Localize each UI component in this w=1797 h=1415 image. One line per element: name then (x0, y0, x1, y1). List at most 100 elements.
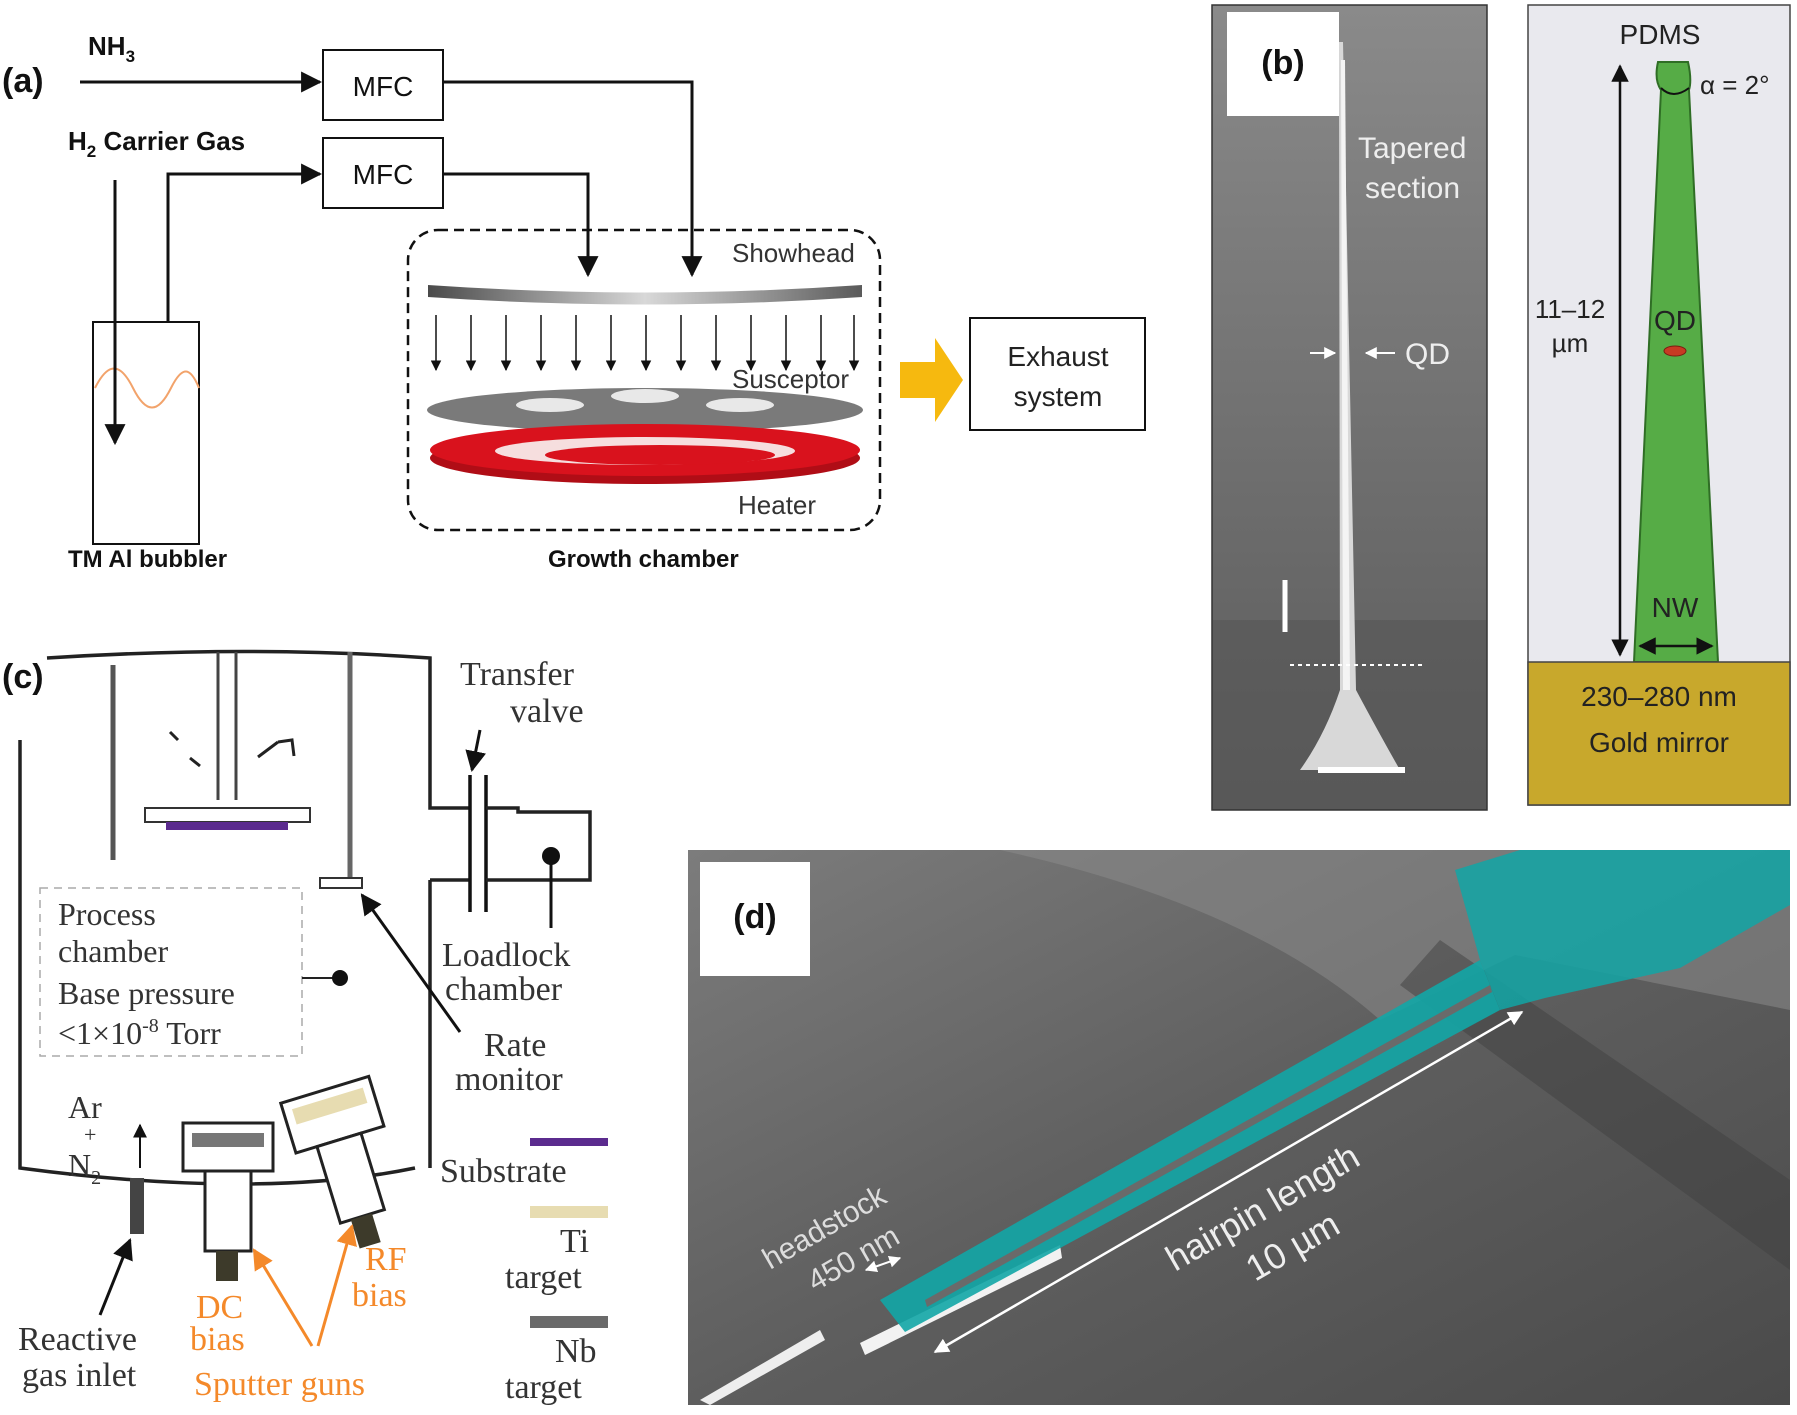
wafer-1 (516, 398, 584, 412)
growth-chamber-box (406, 228, 882, 532)
n2-label: N2 (68, 1147, 101, 1189)
legend-substrate-label: Substrate (440, 1153, 567, 1190)
alpha-arc (1660, 87, 1690, 95)
chamber-label: Growth chamber (548, 546, 739, 573)
transfer-arrow (465, 729, 487, 773)
loadlock-label-1: Loadlock (442, 937, 570, 974)
mfc-bottom-to-chamber (443, 172, 599, 278)
legend-nb-label-1: Nb (555, 1333, 597, 1370)
heater-coil-ring (545, 445, 775, 465)
tapered-label-1: Tapered (1358, 132, 1466, 165)
nw-label: NW (1652, 592, 1699, 623)
qd-label: QD (1654, 305, 1696, 336)
bubbler-liquid-wave (94, 367, 200, 409)
panel-b-label: (b) (1261, 44, 1304, 82)
mfc-top-box (322, 49, 444, 121)
plus-label: + (84, 1122, 96, 1147)
panel-d: (d) headstock 450 nm hairpin length 10 µ… (688, 850, 1790, 1405)
base-pressure-label: Base pressure (58, 975, 235, 1011)
gas-flow-arrows (430, 315, 860, 372)
dc-label-1: DC (196, 1289, 243, 1326)
bubbler-label: TM Al bubbler (68, 546, 227, 573)
substrate-sample (166, 822, 288, 830)
rate-label-2: monitor (455, 1061, 563, 1098)
mfc-bottom-label: MFC (353, 159, 414, 190)
exhaust-label-2: system (1014, 381, 1103, 412)
rf-label-1: RF (365, 1241, 407, 1278)
mfc-top-label: MFC (353, 71, 414, 102)
hairpin-teal-pads (1455, 850, 1790, 1010)
base-pressure-value: <1×10-8 Torr (58, 1015, 221, 1051)
nanowire-highlight (1341, 60, 1350, 690)
bubbler-to-mfc (166, 163, 323, 322)
hairpin-length-arrow (933, 1010, 1524, 1354)
panel-c: (c) Process chamber Base pressure <1×10-… (2, 649, 608, 1406)
legend-nb-label-2: target (505, 1369, 582, 1406)
nh3-label: NH3 (88, 31, 135, 66)
panel-d-label: (d) (733, 898, 776, 936)
legend-ti-label-1: Ti (560, 1223, 589, 1260)
wire-bright-edge (700, 1330, 825, 1405)
guns-arrow-dc (252, 1248, 314, 1347)
process-info-box (39, 887, 303, 1057)
showhead-plate (428, 285, 862, 305)
process-label-1: Process (58, 896, 156, 932)
sputter-guns-label: Sputter guns (194, 1366, 365, 1403)
height-label-2: µm (1552, 328, 1589, 358)
dc-label-2: bias (190, 1321, 245, 1358)
quantum-dot (1663, 345, 1687, 357)
ar-label: Ar (68, 1089, 102, 1125)
nanowire-spike (1300, 42, 1400, 770)
pump-port (332, 970, 348, 986)
heater-label: Heater (738, 490, 816, 520)
transfer-label-1: Transfer (460, 656, 575, 693)
legend-nb-swatch (530, 1316, 608, 1328)
panel-a-label: (a) (2, 62, 44, 100)
rf-sputter-gun (278, 1074, 387, 1249)
gold-thickness-label: 230–280 nm (1581, 681, 1737, 712)
reactive-label-1: Reactive (18, 1321, 137, 1358)
panel-a: (a) NH3 MFC H2 Carrier Gas MFC TM Al bub… (2, 31, 1146, 573)
panel-b: (b) Tapered section QD PDMS α = 2° 11–12… (1211, 4, 1791, 811)
gold-mirror-label: Gold mirror (1589, 727, 1729, 758)
rotation-marks (168, 730, 296, 768)
process-label-2: chamber (58, 933, 169, 969)
wafer-2 (611, 389, 679, 403)
panel-c-label: (c) (2, 658, 44, 696)
rate-monitor-sensor (319, 877, 363, 889)
transfer-label-2: valve (510, 693, 584, 730)
height-label-1: 11–12 (1535, 294, 1605, 324)
rf-label-2: bias (352, 1277, 407, 1314)
rate-monitor-arrow (360, 893, 462, 1033)
alpha-label: α = 2° (1700, 70, 1770, 100)
tapered-label-2: section (1365, 172, 1460, 205)
panel-b-label-box (1227, 12, 1339, 116)
rate-label-1: Rate (484, 1027, 546, 1064)
mfc-top-to-chamber (443, 80, 703, 278)
exhaust-label-1: Exhaust (1007, 341, 1108, 372)
headstock-arrow (864, 1255, 902, 1273)
h2-carrier-label: H2 Carrier Gas (68, 126, 245, 161)
susceptor-label: Susceptor (732, 364, 849, 394)
substrate-plate (144, 807, 311, 823)
gas-inlet-pipe (130, 1178, 144, 1234)
reactive-arrow (98, 1238, 133, 1316)
panel-d-label-box (700, 862, 810, 976)
exhaust-box (969, 317, 1146, 431)
bubbler-vessel (92, 321, 200, 545)
guns-arrow-rf (316, 1223, 357, 1347)
loadlock-label-2: chamber (445, 971, 563, 1008)
wafer-3 (706, 398, 774, 412)
qd-sem-label: QD (1405, 338, 1450, 371)
legend-ti-label-2: target (505, 1259, 582, 1296)
loadlock-knob (542, 847, 560, 865)
reactive-label-2: gas inlet (22, 1357, 137, 1394)
legend-substrate-swatch (530, 1138, 608, 1146)
showhead-label: Showhead (732, 238, 855, 268)
pdms-label: PDMS (1620, 19, 1701, 50)
dc-sputter-gun (181, 1121, 275, 1281)
exhaust-arrow (900, 338, 963, 422)
mfc-bottom-box (322, 137, 444, 209)
gold-mirror (1527, 661, 1791, 806)
